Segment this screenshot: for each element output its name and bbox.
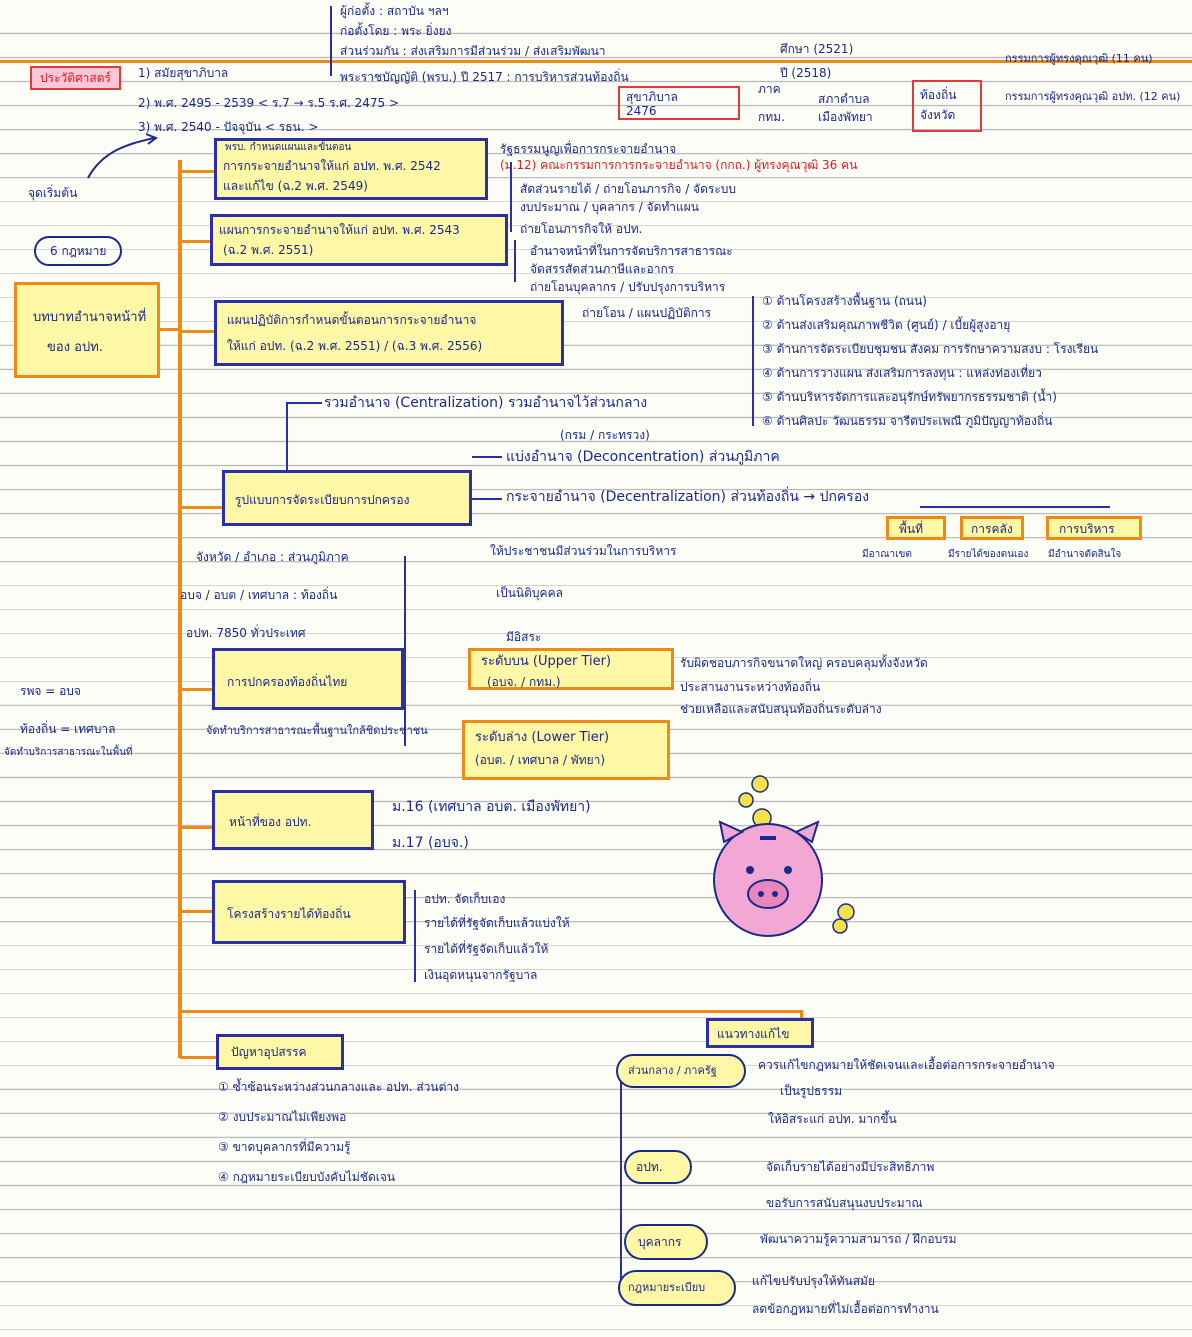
decentralization-text: กระจายอำนาจ (Decentralization) ส่วนท้องถ… <box>506 489 870 505</box>
revenue-2: รายได้ที่รัฐจัดเก็บแล้วแบ่งให้ <box>424 916 570 930</box>
b1-note-3: งบประมาณ / บุคลากร / จัดทำแผน <box>520 200 699 214</box>
side-note-1: รพจ = อบจ <box>20 684 81 698</box>
tag-area-sub: มีอาณาเขต <box>862 549 912 560</box>
b1-note-1: (ม.12) คณะกรรมการการกระจายอำนาจ (กกถ.) ผ… <box>500 158 858 172</box>
side-note-2: ท้องถิ่น = เทศบาล <box>20 722 116 736</box>
admin-arrow-1: ให้ประชาชนมีส่วนร่วมในการบริหาร <box>490 544 677 558</box>
solution-1-pill: ส่วนกลาง / ภาครัฐ <box>616 1054 746 1088</box>
problems-box: ปัญหาอุปสรรค <box>216 1034 344 1070</box>
solution-2-pill: อปท. <box>624 1150 692 1184</box>
b3-note-4: ④ ด้านการวางแผน ส่งเสริมการลงทุน : แหล่ง… <box>762 366 1042 380</box>
history-right-b: เมืองพัทยา <box>818 110 873 124</box>
top-year-2: ปี (2518) <box>780 66 832 80</box>
solution-2-note-2: ขอรับการสนับสนุนงบประมาณ <box>766 1196 923 1210</box>
piggy-bank-icon <box>713 775 855 937</box>
upper-note-3: ช่วยเหลือและสนับสนุนท้องถิ่นระดับล่าง <box>680 702 882 716</box>
revenue-1: อปท. จัดเก็บเอง <box>424 892 506 906</box>
history-box-sukhaphiban: สุขาภิบาล 2476 <box>618 86 740 120</box>
law-box-1: พรบ. กำหนดแผนและขั้นตอน การกระจายอำนาจให… <box>214 138 488 200</box>
upper-note-1: รับผิดชอบภารกิจขนาดใหญ่ ครอบคลุมทั้งจังห… <box>680 656 928 670</box>
history-item-2: 2) พ.ศ. 2495 - 2539 < ร.7 → ร.5 ร.ศ. 247… <box>138 96 400 110</box>
deconcentration-text: แบ่งอำนาจ (Deconcentration) ส่วนภูมิภาค <box>506 449 780 465</box>
admin-arrow-2: เป็นนิติบุคคล <box>496 586 563 600</box>
core-topic-box: บทบาทอำนาจหน้าที่ ของ อปท. <box>14 282 160 378</box>
side-note-3: จัดทำบริการสาธารณะในพื้นที่ <box>4 747 133 758</box>
solution-1-note-1: ควรแก้ไขกฎหมายให้ชัดเจนและเอื้อต่อการกระ… <box>758 1058 1055 1072</box>
top-line-2: ก่อตั้งโดย : พระ ยิ่งยง <box>340 24 452 38</box>
b2-note-1: อำนาจหน้าที่ในการจัดบริการสาธารณะ <box>530 244 733 258</box>
top-line-3: ส่วนร่วมกัน : ส่งเสริมการมีส่วนร่วม / ส่… <box>340 44 606 58</box>
solution-4-note-1: แก้ไขปรับปรุงให้ทันสมัย <box>752 1274 875 1288</box>
centralization-text: รวมอำนาจ (Centralization) รวมอำนาจไว้ส่ว… <box>324 395 648 411</box>
solution-1-note-2: เป็นรูปธรรม <box>780 1084 843 1098</box>
history-end-box: ท้องถิ่น จังหวัด <box>912 80 982 132</box>
upper-tier-box: ระดับบน (Upper Tier) (อบจ. / กทม.) <box>468 648 674 690</box>
tag-finance: การคลัง <box>960 516 1024 540</box>
b3-note-lead: ถ่ายโอน / แผนปฏิบัติการ <box>582 306 712 320</box>
top-year-1: ศึกษา (2521) <box>780 42 854 56</box>
solution-3-pill: บุคลากร <box>624 1224 708 1260</box>
admin-arrow-3: มีอิสระ <box>506 630 542 644</box>
problem-4: ④ กฎหมายระเบียบบังคับไม่ชัดเจน <box>218 1170 396 1184</box>
history-item-3: 3) พ.ศ. 2540 - ปัจจุบัน < รธน. > <box>138 120 319 134</box>
revenue-box: โครงสร้างรายได้ท้องถิ่น <box>212 880 406 944</box>
top-right-note-1: กรรมการผู้ทรงคุณวุฒิ (11 คน) <box>1005 52 1153 65</box>
law-tag: 6 กฎหมาย <box>34 236 122 266</box>
local-row-2: อบจ / อบต / เทศบาล : ท้องถิ่น <box>180 588 338 602</box>
local-row-3: อปท. 7850 ทั่วประเทศ <box>186 626 306 640</box>
revenue-4: เงินอุดหนุนจากรัฐบาล <box>424 968 538 982</box>
law-box-3: แผนปฏิบัติการกำหนดขั้นตอนการกระจายอำนาจ … <box>214 300 564 366</box>
local-gov-box: การปกครองท้องถิ่นไทย <box>212 648 404 710</box>
lower-note: จัดทำบริการสาธารณะพื้นฐานใกล้ชิดประชาชน <box>206 724 428 737</box>
centralization-sub: (กรม / กระทรวง) <box>560 428 650 442</box>
solution-1-note-3: ให้อิสระแก่ อปท. มากขึ้น <box>768 1112 897 1126</box>
top-line-1: ผู้ก่อตั้ง : สถาบัน ฯลฯ <box>340 4 449 18</box>
local-row-1: จังหวัด / อำเภอ : ส่วนภูมิภาค <box>196 550 349 564</box>
b3-note-6: ⑥ ด้านศิลปะ วัฒนธรรม จารีตประเพณี ภูมิปั… <box>762 414 1053 428</box>
b3-note-3: ③ ด้านการจัดระเบียบชุมชน สังคม การรักษาค… <box>762 342 1099 356</box>
b3-note-2: ② ด้านส่งเสริมคุณภาพชีวิต (ศูนย์) / เบี้… <box>762 318 1011 332</box>
b2-note-3: ถ่ายโอนบุคลากร / ปรับปรุงการบริหาร <box>530 280 726 294</box>
solution-4-pill: กฎหมายระเบียบ <box>618 1270 736 1306</box>
history-item-1: 1) สมัยสุขาภิบาล <box>138 66 229 80</box>
solution-2-note-1: จัดเก็บรายได้อย่างมีประสิทธิภาพ <box>766 1160 935 1174</box>
b2-note-2: จัดสรรสัดส่วนภาษีและอากร <box>530 262 675 276</box>
history-label: ประวัติศาสตร์ <box>30 66 121 90</box>
duties-box: หน้าที่ของ อปท. <box>212 790 374 850</box>
tag-admin: การบริหาร <box>1046 516 1142 540</box>
b1-note-2: สัดส่วนรายได้ / ถ่ายโอนภารกิจ / จัดระบบ <box>520 182 736 196</box>
duty-2: ม.17 (อบจ.) <box>392 835 469 851</box>
solution-4-note-2: ลดข้อกฎหมายที่ไม่เอื้อต่อการทำงาน <box>752 1302 939 1316</box>
top-bracket <box>330 6 332 76</box>
history-mid-a: ภาค <box>758 82 781 96</box>
history-right-a: สภาตำบล <box>818 92 870 106</box>
history-mid-b: กทม. <box>758 110 785 124</box>
start-arrow <box>87 133 159 179</box>
tag-finance-sub: มีรายได้ของตนเอง <box>948 549 1029 560</box>
lower-tier-box: ระดับล่าง (Lower Tier) (อบต. / เทศบาล / … <box>462 720 670 780</box>
solutions-box: แนวทางแก้ไข <box>706 1018 814 1048</box>
tag-area: พื้นที่ <box>886 516 946 540</box>
law-box-2: แผนการกระจายอำนาจให้แก่ อปท. พ.ศ. 2543 (… <box>210 214 508 266</box>
history-item3-note: รัฐธรรมนูญเพื่อการกระจายอำนาจ <box>500 142 677 156</box>
b3-note-5: ⑤ ด้านบริหารจัดการและอนุรักษ์ทรัพยากรธรร… <box>762 390 1057 404</box>
top-line-4: พระราชบัญญัติ (พรบ.) ปี 2517 : การบริหาร… <box>340 70 629 84</box>
top-right-note-2: กรรมการผู้ทรงคุณวุฒิ อปท. (12 คน) <box>1005 90 1181 103</box>
problem-1: ① ซ้ำซ้อนระหว่างส่วนกลางและ อปท. ส่วนต่า… <box>218 1080 459 1094</box>
duty-1: ม.16 (เทศบาล อบต. เมืองพัทยา) <box>392 799 591 815</box>
solution-3-note-1: พัฒนาความรู้ความสามารถ / ฝึกอบรม <box>760 1232 957 1246</box>
start-label: จุดเริ่มต้น <box>28 186 78 200</box>
b1-note-4: ถ่ายโอนภารกิจให้ อปท. <box>520 222 643 236</box>
top-orange-rule <box>0 60 1192 63</box>
upper-note-2: ประสานงานระหว่างท้องถิ่น <box>680 680 821 694</box>
b3-note-1: ① ด้านโครงสร้างพื้นฐาน (ถนน) <box>762 294 927 308</box>
main-trunk <box>178 160 182 1058</box>
admin-box: รูปแบบการจัดระเบียบการปกครอง <box>222 470 472 526</box>
problem-3: ③ ขาดบุคลากรที่มีความรู้ <box>218 1140 351 1154</box>
revenue-3: รายได้ที่รัฐจัดเก็บแล้วให้ <box>424 942 549 956</box>
problem-2: ② งบประมาณไม่เพียงพอ <box>218 1110 347 1124</box>
tag-admin-sub: มีอำนาจตัดสินใจ <box>1048 549 1122 560</box>
